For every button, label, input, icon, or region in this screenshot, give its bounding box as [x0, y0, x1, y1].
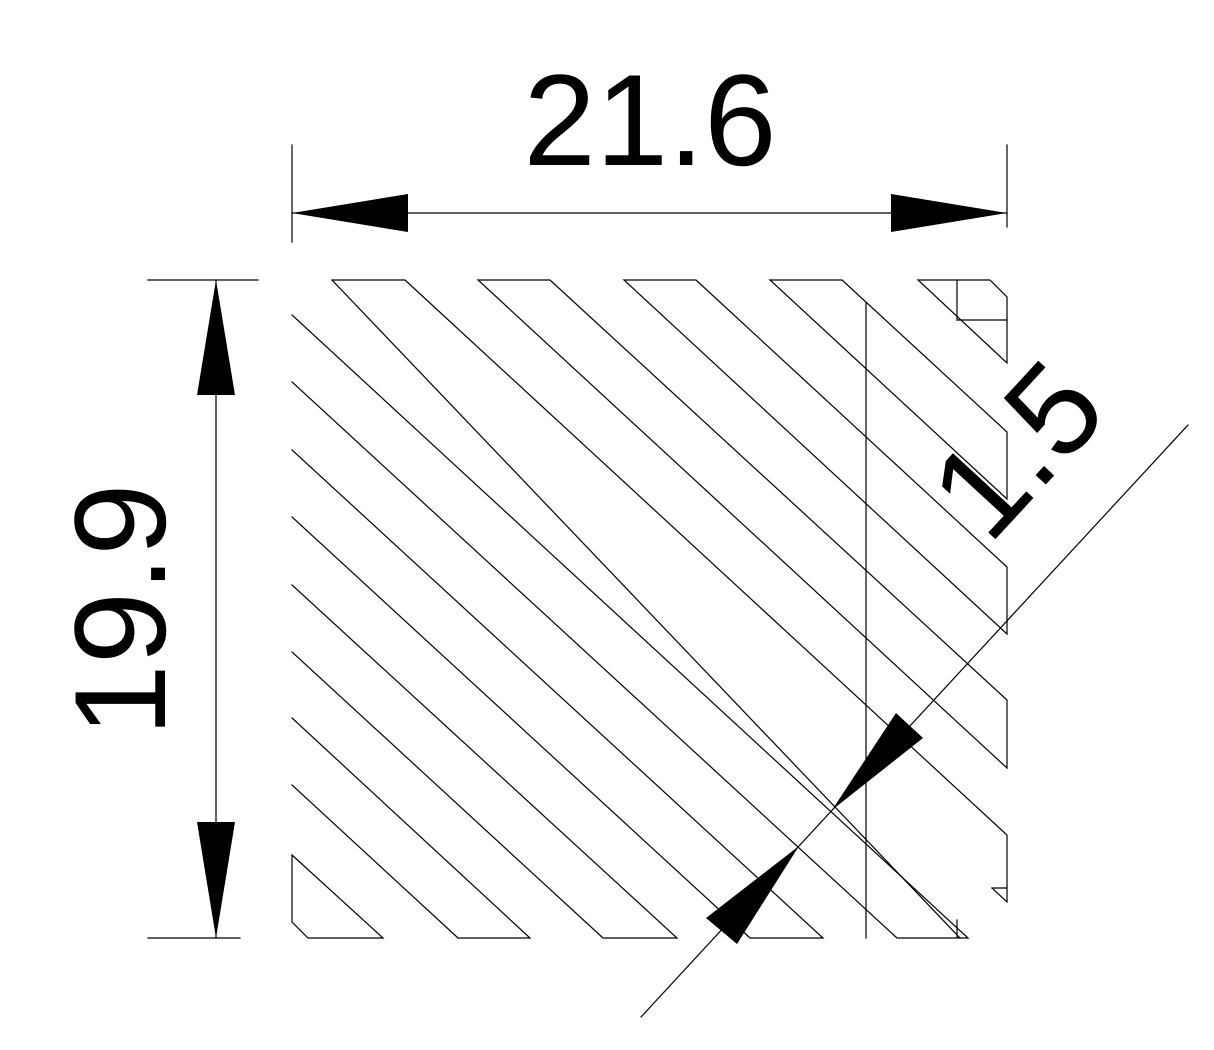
spacing-dimension-label: 1.5 [902, 334, 1132, 566]
hatch-strip [291, 853, 385, 939]
hatch-strip [331, 279, 1008, 904]
hatch-strip [916, 279, 1008, 365]
height-dimension: 19.9 [47, 279, 259, 939]
width-arrow-left [292, 194, 408, 232]
width-dimension-label: 21.6 [523, 47, 776, 193]
spacing-dimension: 1.5 [640, 334, 1189, 1018]
height-arrow-bottom [197, 822, 235, 938]
hatch-strip [768, 279, 1008, 501]
spacing-arrow-lower [706, 846, 799, 944]
hatch-strip [291, 449, 825, 939]
height-dimension-label: 19.9 [47, 483, 193, 736]
hatch-strip [291, 314, 970, 939]
width-dimension: 21.6 [291, 47, 1008, 243]
hatch-strip [291, 717, 532, 939]
hatch-strip [331, 279, 961, 939]
width-arrow-right [891, 194, 1007, 232]
height-arrow-top [197, 280, 235, 395]
hatch-strip [291, 584, 679, 939]
hatch-strip [476, 279, 1008, 770]
hatch-strip [622, 279, 1008, 636]
spacing-arrow-upper [832, 713, 923, 810]
hatch-pattern [291, 279, 1008, 939]
